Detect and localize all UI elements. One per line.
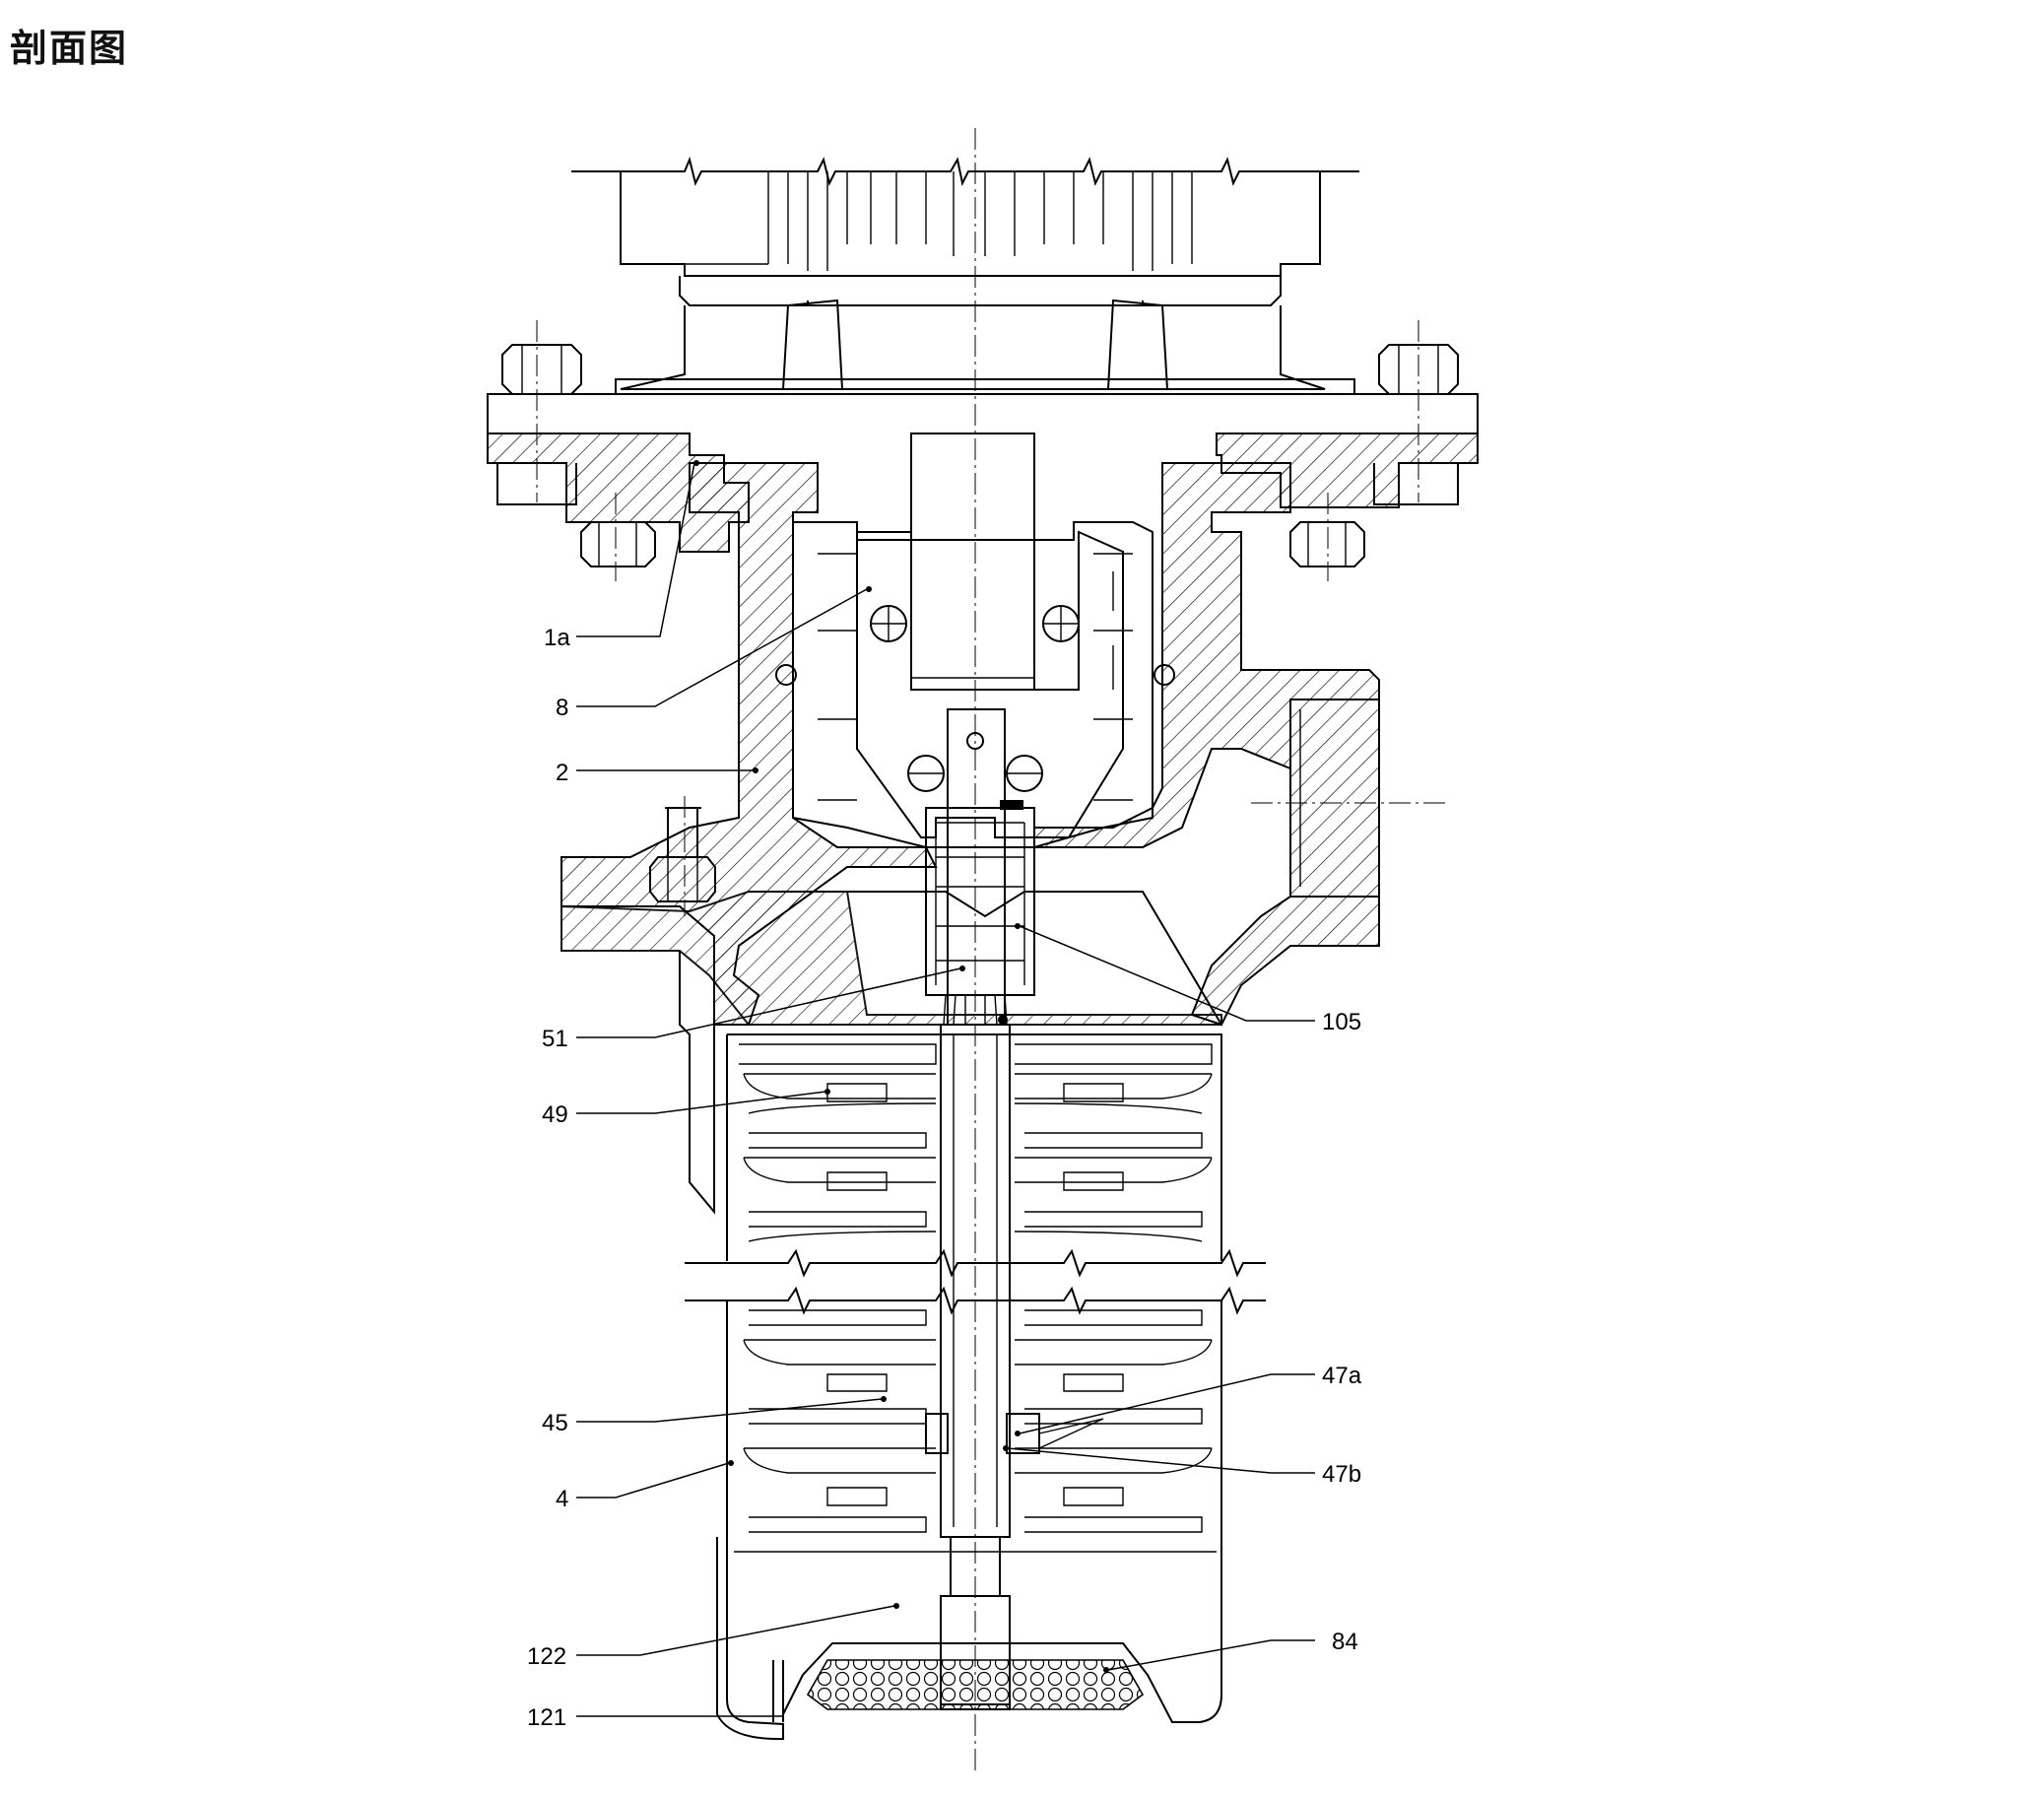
callout-47b: 47b	[1322, 1461, 1361, 1488]
base-strainer	[716, 1537, 1222, 1740]
callout-1a: 1a	[544, 625, 570, 651]
callout-47a: 47a	[1322, 1363, 1362, 1389]
motor-stool-flange	[487, 320, 1479, 581]
callout-122: 122	[527, 1643, 566, 1670]
callout-4: 4	[556, 1486, 568, 1512]
callout-45: 45	[542, 1410, 568, 1436]
leader-lines	[576, 460, 1315, 1717]
callout-2: 2	[556, 760, 568, 786]
chamber-stack-upper	[685, 1033, 1266, 1315]
chamber-stack-lower	[726, 1300, 1222, 1537]
callout-84: 84	[1332, 1629, 1358, 1655]
callout-49: 49	[542, 1101, 568, 1128]
callout-51: 51	[542, 1026, 568, 1052]
callout-8: 8	[556, 695, 568, 721]
callout-121: 121	[527, 1704, 566, 1731]
callout-105: 105	[1322, 1009, 1361, 1035]
motor-housing	[571, 156, 1359, 390]
page-title: 剖面图	[10, 27, 129, 70]
